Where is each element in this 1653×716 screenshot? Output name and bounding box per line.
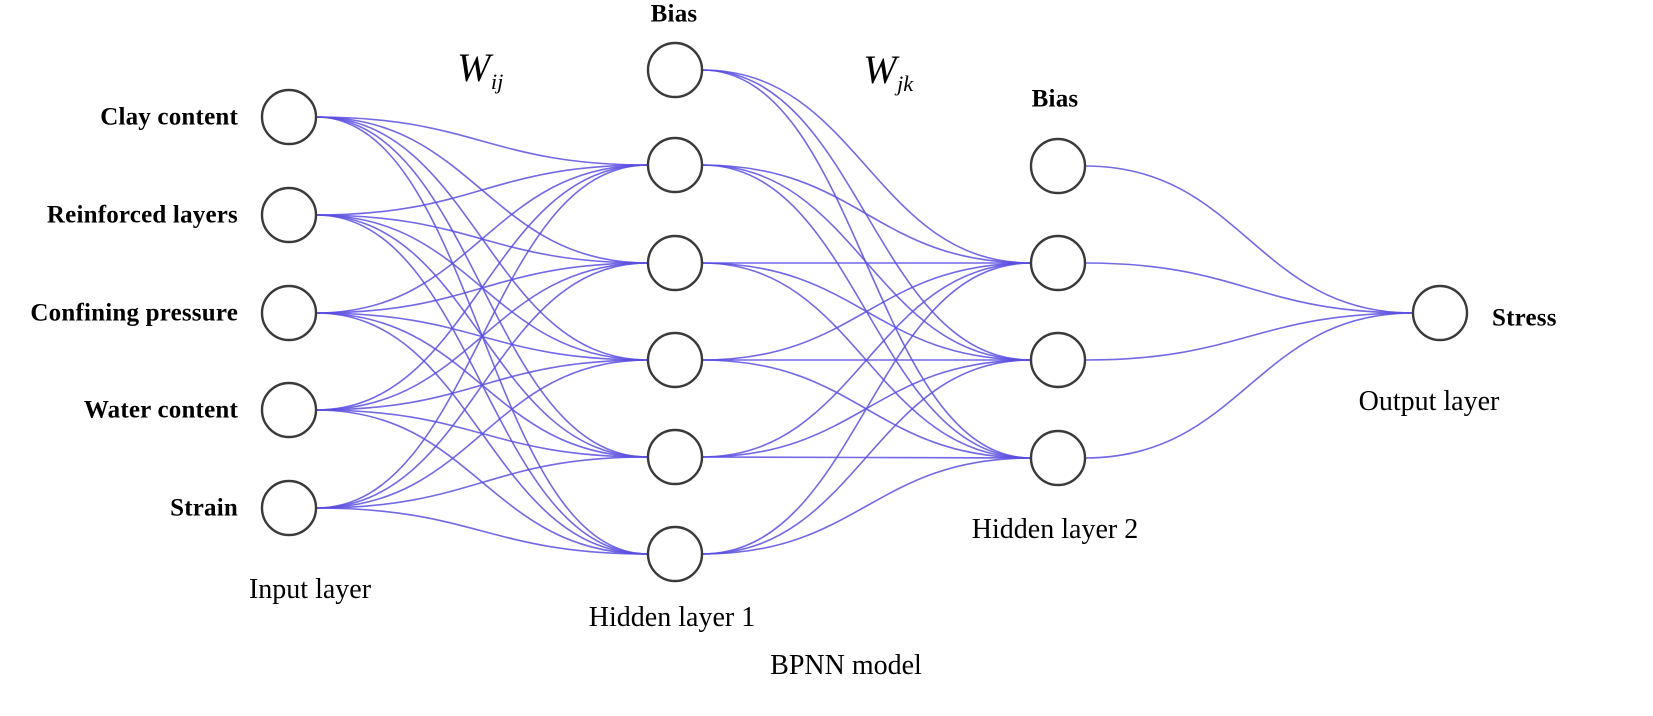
connection-edge	[315, 164, 649, 314]
neuron-nodes	[260, 41, 1469, 583]
input-neuron-5[interactable]	[260, 479, 318, 537]
bias-label-hidden2: Bias	[1031, 85, 1079, 113]
bias-label-hidden1: Bias	[650, 0, 698, 28]
connection-edge	[315, 262, 649, 509]
connection-edge	[701, 457, 1032, 555]
layer-name-output: Output layer	[1358, 386, 1500, 417]
connection-edge	[701, 262, 1032, 555]
weight-wij-base: W	[457, 45, 491, 90]
hidden2-neuron-2[interactable]	[1029, 331, 1087, 389]
connection-edge	[1084, 312, 1414, 361]
connection-edge	[701, 164, 1032, 264]
connection-edge	[315, 507, 649, 555]
weight-label-wjk: Wjk	[863, 47, 913, 95]
input-neuron-3[interactable]	[260, 284, 318, 342]
model-caption: BPNN model	[770, 650, 922, 681]
connection-edge	[315, 456, 649, 509]
connection-edge	[701, 359, 1032, 555]
connection-edge	[1084, 262, 1414, 314]
hidden2-neuron-3[interactable]	[1029, 429, 1087, 487]
output-label-stress: Stress	[1492, 304, 1557, 332]
connection-edge	[315, 116, 649, 166]
connection-edge	[315, 164, 649, 411]
layer-name-input: Input layer	[248, 574, 372, 605]
bias-neuron-hidden2[interactable]	[1029, 137, 1087, 195]
connection-edge	[701, 69, 1032, 459]
connection-edge	[315, 359, 649, 509]
connection-edge	[701, 69, 1032, 361]
input-label-clay-content: Clay content	[100, 103, 238, 131]
bias-neuron-hidden1[interactable]	[646, 41, 704, 99]
input-label-strain: Strain	[170, 494, 238, 522]
input-label-water-content: Water content	[83, 396, 238, 424]
layer-name-hidden1: Hidden layer 1	[588, 602, 756, 633]
weight-wij-subscript: ij	[490, 69, 504, 95]
weight-label-wij: Wij	[457, 45, 503, 93]
connection-edges	[315, 69, 1414, 555]
hidden1-neuron-3[interactable]	[646, 331, 704, 389]
weight-wjk-base: W	[863, 47, 897, 92]
connection-edge	[701, 262, 1032, 458]
input-neuron-1[interactable]	[260, 88, 318, 146]
connection-edge	[315, 164, 649, 216]
connection-edge	[701, 262, 1032, 361]
input-neuron-2[interactable]	[260, 186, 318, 244]
hidden1-neuron-2[interactable]	[646, 234, 704, 292]
input-neuron-4[interactable]	[260, 381, 318, 439]
output-neuron-1[interactable]	[1411, 284, 1469, 342]
connection-edge	[701, 69, 1032, 264]
hidden1-neuron-5[interactable]	[646, 525, 704, 583]
connection-edge	[1084, 165, 1414, 314]
hidden2-neuron-1[interactable]	[1029, 234, 1087, 292]
input-label-reinforced-layers: Reinforced layers	[46, 201, 238, 229]
hidden1-neuron-1[interactable]	[646, 136, 704, 194]
connection-edge	[1084, 312, 1414, 459]
layer-name-hidden2: Hidden layer 2	[971, 514, 1139, 545]
input-label-confining-pressure: Confining pressure	[30, 299, 238, 327]
hidden1-neuron-4[interactable]	[646, 428, 704, 486]
weight-wjk-subscript: jk	[897, 71, 914, 97]
connection-edge	[315, 164, 649, 509]
